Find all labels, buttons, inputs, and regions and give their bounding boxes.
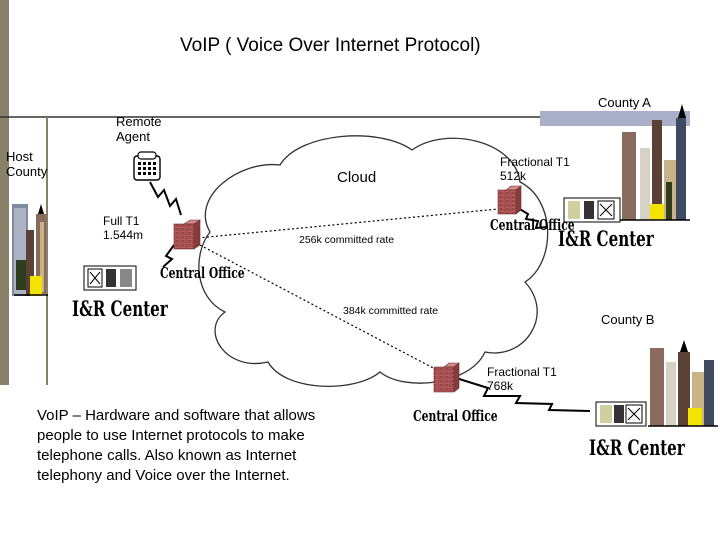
county-a-band [540, 111, 690, 126]
lightning-remote-agent-link [149, 181, 182, 216]
city-skyline-county-b-icon [648, 340, 718, 427]
router-host-icon [173, 219, 201, 250]
ir-center-host-label: I&R Center [72, 296, 168, 321]
internet-cloud [198, 135, 549, 387]
city-skyline-county-a-icon [620, 104, 690, 221]
city-skyline-host-icon [12, 204, 48, 296]
lightning-county-a-link [517, 207, 549, 230]
county-b-label: County B [601, 312, 655, 327]
rate-384k-label: 384k committed rate [343, 305, 439, 317]
equipment-county-b-icon [595, 401, 647, 427]
voip-definition-text: VoIP – Hardware and software that allows… [37, 407, 316, 484]
lightning-full-t1-link [162, 244, 175, 268]
remote-agent-label: Remote Agent [116, 114, 162, 144]
ir-center-county-a-label: I&R Center [558, 226, 654, 251]
rate-256k-label: 256k committed rate [299, 234, 395, 246]
full-t1-label: Full T1 1.544m [103, 214, 144, 242]
central-office-county-a-label: Central Office [490, 216, 575, 234]
link-384k [195, 242, 438, 371]
cloud-label: Cloud [337, 169, 377, 186]
phone-icon [133, 151, 161, 181]
router-county-b-icon [433, 362, 460, 393]
ir-center-county-b-label: I&R Center [589, 435, 685, 460]
central-office-host-label: Central Office [160, 264, 245, 282]
fractional-t1-a-label: Fractional T1 512k [500, 155, 570, 183]
lightning-county-b-link [455, 377, 591, 412]
link-256k [197, 208, 499, 239]
page-title: VoIP ( Voice Over Internet Protocol) [180, 35, 481, 56]
host-county-label: Host County [6, 149, 48, 179]
equipment-county-a-icon [563, 197, 621, 223]
left-accent-bar [0, 0, 9, 385]
county-a-label: County A [598, 95, 651, 110]
equipment-host-icon [83, 265, 137, 291]
central-office-county-b-label: Central Office [413, 407, 498, 425]
router-county-a-icon [497, 185, 522, 215]
fractional-t1-b-label: Fractional T1 768k [487, 365, 557, 393]
